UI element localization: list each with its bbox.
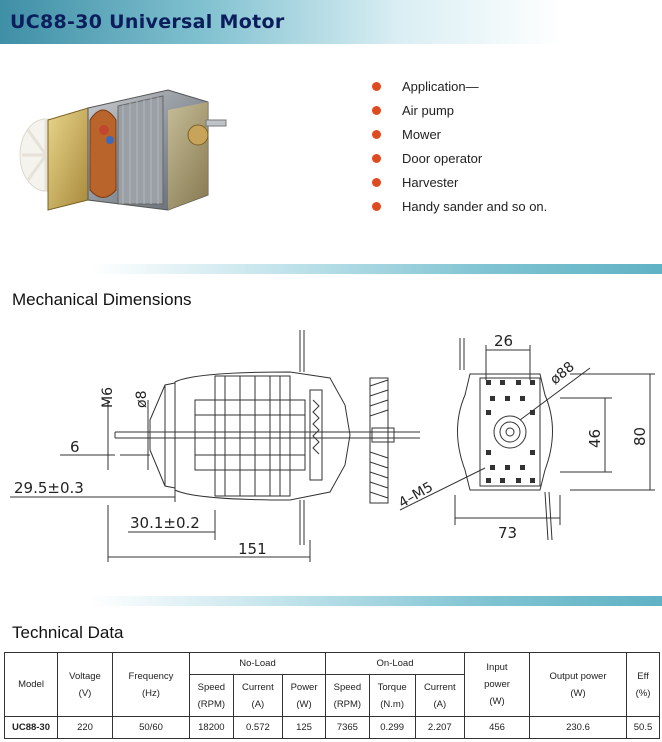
ol-speed-header: Speed(RPM): [325, 674, 370, 717]
section-divider: [90, 596, 662, 606]
ol-torque-header: Torque(N.m): [368, 674, 416, 717]
dim-m6: M6: [100, 387, 116, 408]
on-load-header: On-Load: [325, 652, 465, 675]
dim-6: 6: [70, 438, 80, 456]
motor-photo: [19, 89, 227, 211]
list-item: Handy sander and so on.: [372, 194, 547, 218]
nl-speed-header: Speed(RPM): [189, 674, 234, 717]
nl-power-header: Power(W): [282, 674, 327, 717]
bullet-icon: [372, 201, 381, 211]
mechanical-dimensions-heading: Mechanical Dimensions: [12, 290, 192, 309]
list-item: Application—: [372, 74, 547, 98]
dim-151: 151: [238, 540, 267, 558]
list-item: Mower: [372, 122, 547, 146]
list-item: Air pump: [372, 98, 547, 122]
dim-30-1: 30.1±0.2: [130, 514, 200, 532]
bullet-icon: [372, 153, 381, 163]
page-title: UC88-30 Universal Motor: [10, 11, 285, 33]
dim-73: 73: [498, 524, 517, 542]
section-divider: [90, 264, 662, 274]
dim-29-5: 29.5±0.3: [14, 479, 84, 497]
voltage-header: Voltage(V): [57, 652, 113, 717]
dim-26: 26: [494, 332, 513, 350]
application-list: Application— Air pump Mower Door operato…: [372, 74, 547, 218]
bullet-icon: [372, 105, 381, 115]
frequency-header: Frequency(Hz): [112, 652, 190, 717]
mechanical-drawing: M6 ø8 6 29.5±0.3 30.1±0.2 151: [10, 330, 655, 562]
list-item: Harvester: [372, 170, 547, 194]
dim-4-m5: 4–M5: [396, 479, 436, 511]
no-load-header: No-Load: [188, 652, 327, 675]
dim-46: 46: [586, 429, 604, 448]
technical-data-heading: Technical Data: [12, 623, 124, 642]
bullet-icon: [372, 129, 381, 139]
bullet-icon: [372, 177, 381, 187]
eff-header: Eff(%): [626, 652, 660, 717]
output-power-header: Output power(W): [529, 652, 627, 717]
technical-data-table: Model Voltage(V) Frequency(Hz) No-Load O…: [4, 652, 660, 739]
nl-current-header: Current(A): [232, 674, 284, 717]
dim-d8: ø8: [134, 391, 150, 408]
bullet-icon: [372, 81, 381, 91]
dim-80: 80: [631, 427, 649, 446]
title-bar: UC88-30 Universal Motor: [0, 0, 662, 44]
dim-d88: ø88: [547, 359, 578, 388]
model-header: Model: [4, 652, 58, 717]
ol-current-header: Current(A): [414, 674, 466, 717]
table-row: UC88-30 220 50/60 18200 0.572 125 7365 0…: [4, 716, 660, 739]
list-item: Door operator: [372, 146, 547, 170]
